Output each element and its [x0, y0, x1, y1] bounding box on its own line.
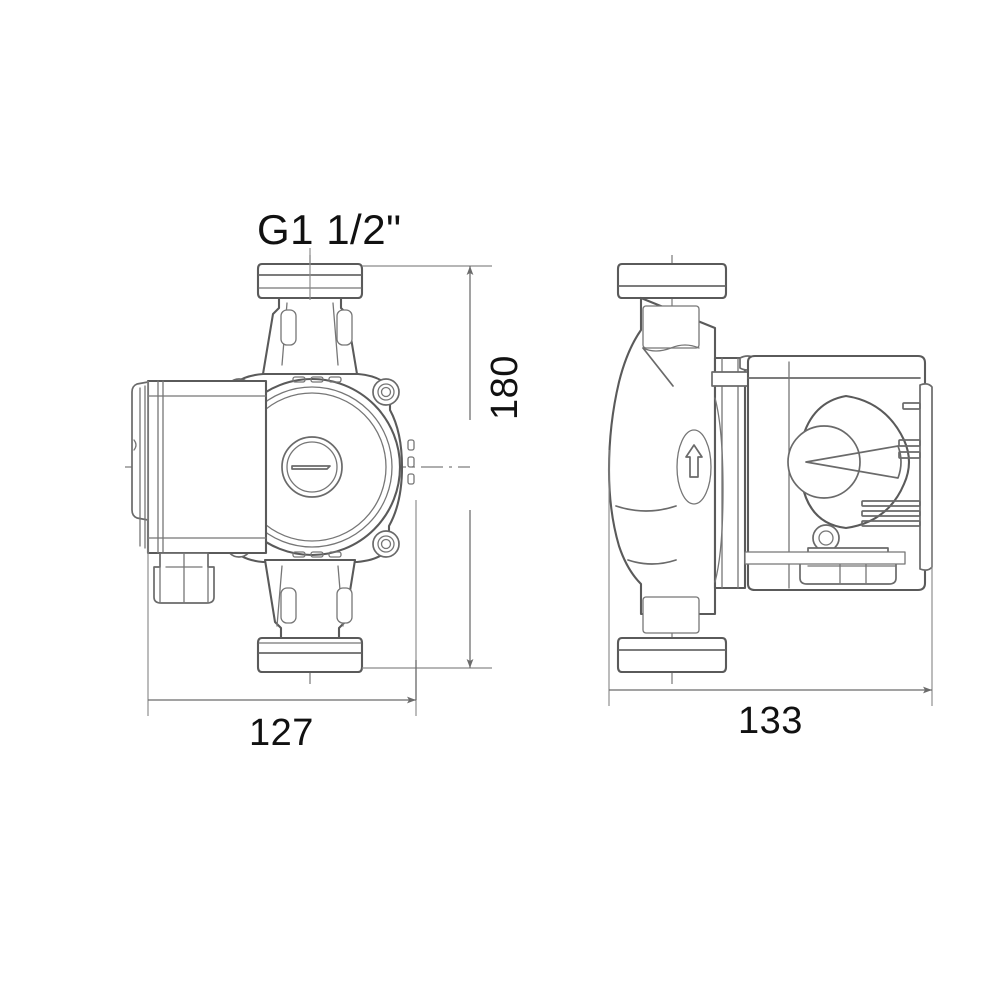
housing-side-marks — [407, 439, 415, 485]
vent-plug[interactable] — [281, 436, 343, 498]
terminal-box — [131, 379, 268, 555]
dim-width-133 — [608, 450, 933, 706]
cable-gland-nut-front — [153, 552, 215, 604]
front-view — [125, 255, 470, 690]
side-view — [607, 255, 933, 690]
speed-setting-marks — [861, 402, 921, 527]
bottom-port-flange — [256, 636, 364, 674]
bolt-bottom-right — [372, 530, 400, 558]
thread-size-label: G1 1/2" — [257, 206, 402, 253]
speed-selector-knob[interactable] — [787, 394, 911, 530]
cable-gland-nut-side — [744, 547, 906, 585]
dimension-label-width-side: 133 — [738, 700, 803, 742]
flow-direction-indicator — [676, 429, 712, 505]
bolt-top-right — [372, 378, 400, 406]
dimension-label-width-front: 127 — [249, 712, 314, 754]
side-top-flange — [616, 262, 728, 300]
dimension-lines — [147, 248, 933, 716]
side-pump-body — [607, 296, 717, 616]
top-inlet-neck — [261, 296, 359, 376]
bottom-outlet-neck — [263, 558, 357, 640]
dim-width-127 — [147, 381, 417, 716]
dimension-label-height-front: 180 — [484, 355, 526, 420]
status-indicator-led — [812, 524, 840, 552]
housing-rib-marks — [292, 376, 342, 558]
side-bottom-flange — [616, 596, 728, 674]
dim-height-180 — [362, 265, 492, 669]
